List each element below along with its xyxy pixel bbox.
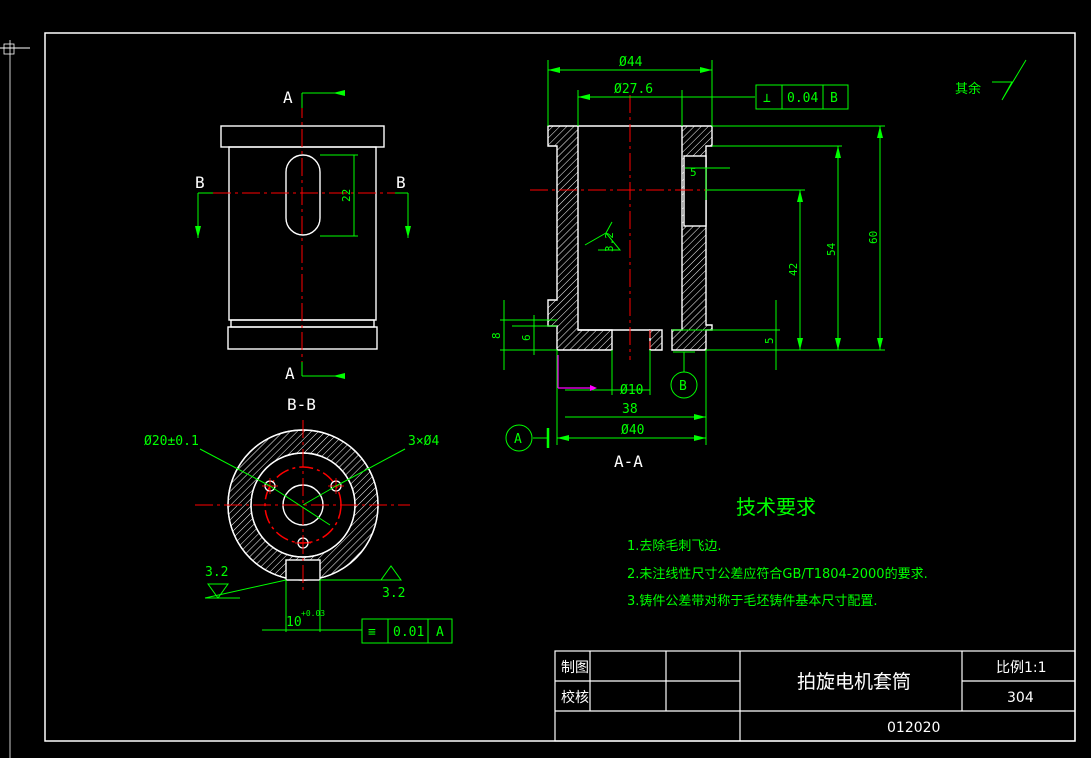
dim-6: 6 xyxy=(520,334,533,341)
scale-label: 比例1:1 xyxy=(996,660,1047,676)
section-aa-title: A-A xyxy=(614,452,643,471)
roughness-aa: 3.2 xyxy=(603,232,616,252)
surface-note-label: 其余 xyxy=(955,81,981,97)
section-b-marker-left: B xyxy=(195,173,205,192)
datum-b-label: B xyxy=(679,379,687,394)
dim-8: 8 xyxy=(490,332,503,339)
surface-roughness-icon xyxy=(992,59,1027,101)
requirements-title: 技术要求 xyxy=(736,495,816,519)
drawing-number: 012020 xyxy=(887,720,940,736)
roughness-left: 3.2 xyxy=(205,565,228,580)
front-view xyxy=(195,90,411,379)
dim-inner-diameter: Ø27.6 xyxy=(614,82,653,97)
datum-a-label: A xyxy=(514,432,522,447)
dim-holes: 3×Ø4 xyxy=(408,434,439,449)
slot-tolerance: +0.03 xyxy=(301,609,325,618)
material-label: 304 xyxy=(1007,690,1034,706)
dim-groove-5: 5 xyxy=(690,166,697,179)
dim-38: 38 xyxy=(622,402,638,417)
gdt-datum-aa: B xyxy=(830,91,838,106)
requirement-item-2: 2.未注线性尺寸公差应符合GB/T1804-2000的要求. xyxy=(627,566,928,582)
section-bb-title: B-B xyxy=(287,395,316,414)
gdt-datum-bb: A xyxy=(436,625,444,640)
gdt-value-bb: 0.01 xyxy=(393,625,424,640)
dim-54: 54 xyxy=(825,242,838,256)
section-aa-view xyxy=(500,60,885,452)
section-a-marker-bottom: A xyxy=(285,364,295,383)
section-bb-view xyxy=(195,420,453,644)
part-name: 拍旋电机套筒 xyxy=(797,671,911,693)
section-a-marker-top: A xyxy=(283,88,293,107)
title-block xyxy=(554,650,1076,742)
drawn-label: 制图 xyxy=(561,660,589,676)
gdt-symbol-bb: ≡ xyxy=(368,625,376,640)
gdt-frame-bb xyxy=(361,618,453,644)
gdt-value-aa: 0.04 xyxy=(787,91,818,106)
roughness-right: 3.2 xyxy=(382,586,405,601)
requirement-item-1: 1.去除毛刺飞边. xyxy=(627,539,722,554)
dim-slot-22: 22 xyxy=(340,189,353,202)
gdt-symbol-aa: ⊥ xyxy=(763,91,771,106)
dim-d40: Ø40 xyxy=(621,423,644,438)
requirement-item-3: 3.铸件公差带对称于毛坯铸件基本尺寸配置. xyxy=(627,593,878,609)
section-b-marker-right: B xyxy=(396,173,406,192)
dim-bore-d10: Ø10 xyxy=(620,383,643,398)
dim-5-bottom: 5 xyxy=(763,337,776,344)
dim-42: 42 xyxy=(787,263,800,276)
dim-slot-width: 10 xyxy=(286,615,302,630)
sheet-border xyxy=(0,32,1076,758)
dim-pcd: Ø20±0.1 xyxy=(144,434,199,449)
checked-label: 校核 xyxy=(561,689,589,706)
dim-60: 60 xyxy=(867,231,880,244)
dim-outer-diameter: Ø44 xyxy=(619,55,643,70)
